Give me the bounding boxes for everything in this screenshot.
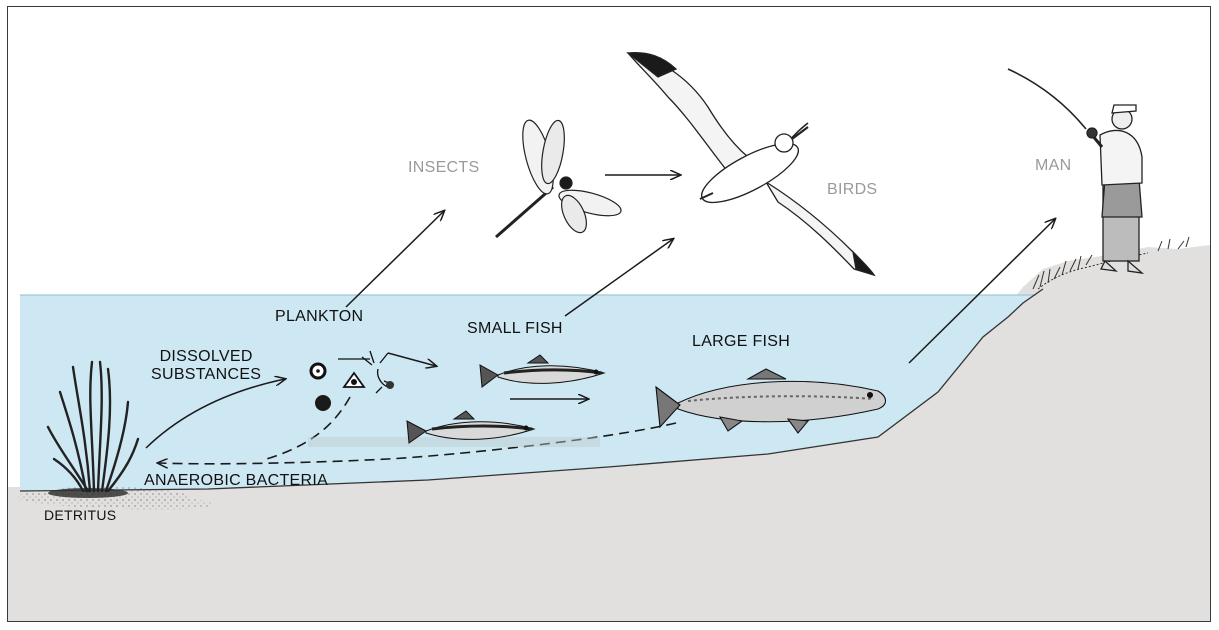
label-large-fish: LARGE FISH [692,333,790,351]
dragonfly [496,117,623,237]
food-web-illustration [8,7,1210,621]
label-man: MAN [1035,157,1071,175]
label-dissolved-line1: DISSOLVED [151,348,261,366]
label-insects: INSECTS [408,159,479,177]
label-plankton: PLANKTON [275,308,363,326]
fisherman [1008,69,1142,273]
label-small-fish: SMALL FISH [467,320,563,338]
label-dissolved-substances: DISSOLVED SUBSTANCES [151,348,261,383]
label-detritus: DETRITUS [44,508,116,523]
label-dissolved-line2: SUBSTANCES [151,366,261,384]
label-birds: BIRDS [827,181,877,199]
label-anaerobic-bacteria: ANAEROBIC BACTERIA [144,472,328,490]
diagram-frame: INSECTS BIRDS MAN PLANKTON SMALL FISH LA… [7,6,1211,622]
arrow-plankton-to-insects [346,211,444,307]
albatross [628,53,874,275]
